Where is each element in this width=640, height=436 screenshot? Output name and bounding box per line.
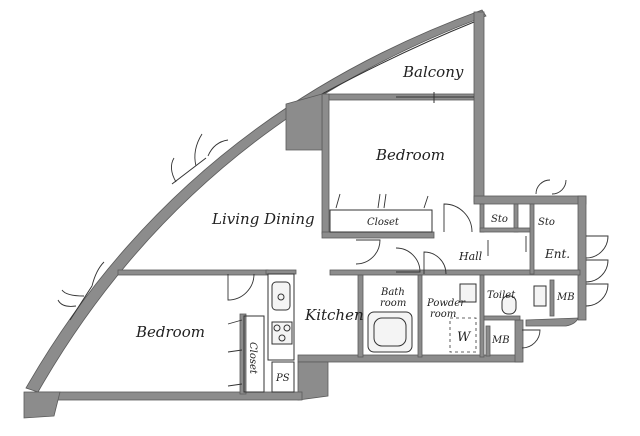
label-bedroom-upper: Bedroom [375, 146, 445, 164]
label-mb-2: MB [491, 335, 510, 346]
bathtub-inner [373, 317, 407, 347]
window-sash-1 [171, 133, 229, 183]
label-ps: PS [275, 373, 290, 384]
label-closet-upper: Closet [367, 217, 400, 228]
curved-wall [25, 9, 487, 393]
doors [227, 179, 609, 349]
window-sash-2 [57, 261, 105, 307]
closet-lower-doors [227, 319, 243, 387]
label-kitchen: Kitchen [304, 306, 364, 324]
kitchen-wall [265, 269, 297, 275]
toilet-bowl [501, 295, 517, 315]
closet-upper-doors [335, 193, 429, 209]
ps-box [271, 361, 295, 393]
mb-wall-2 [485, 325, 491, 357]
stove-burner-1 [273, 324, 281, 332]
toilet-south-wall [483, 315, 521, 321]
window-2 [69, 285, 93, 321]
east-wall-upper [473, 195, 587, 205]
closets [227, 193, 433, 393]
label-closet-lower: Closet [247, 342, 258, 375]
kitchen-sink-drain [277, 293, 285, 301]
room-labels: Balcony Bedroom Living Dining Closet Sto… [135, 63, 575, 384]
kitchen-sink [271, 281, 291, 311]
pillar-upper [285, 93, 323, 151]
label-washer: W [457, 330, 472, 345]
label-sto-1: Sto [491, 214, 508, 225]
windows [57, 133, 229, 321]
pillar-lower [297, 361, 329, 401]
sto-wall-3 [479, 227, 533, 233]
door-bedroom-lower [227, 273, 255, 301]
label-bath-line2: room [380, 298, 406, 309]
bath-powder-wall [417, 274, 423, 358]
label-sto-2: Sto [538, 217, 555, 228]
corner-pillar-sw [23, 391, 61, 419]
door-bath [395, 247, 421, 273]
bathtub [367, 311, 413, 353]
washbasin [459, 283, 477, 303]
window-1 [171, 157, 207, 185]
label-powder-line1: Powder [426, 298, 466, 309]
balcony-east-wall [473, 11, 485, 203]
door-ld-hall [355, 239, 381, 265]
label-balcony: Balcony [402, 63, 464, 81]
door-mb-2 [521, 329, 541, 349]
east-corner-curve [525, 317, 579, 327]
wet-area-fixtures [367, 283, 547, 353]
door-entrance-2 [585, 259, 609, 283]
sto-wall-4 [529, 203, 535, 275]
south-wall-right [514, 319, 524, 363]
core-north-wall [329, 269, 581, 276]
bedroom-west-wall [321, 93, 330, 235]
closet-upper-box [329, 209, 433, 233]
label-toilet: Toilet [487, 290, 516, 301]
label-hall: Hall [458, 250, 483, 263]
balcony-window [396, 92, 474, 103]
door-bedroom-upper [443, 203, 473, 233]
door-entrance [585, 235, 609, 259]
kitchen-stove [271, 321, 293, 345]
stove-burner-3 [278, 334, 286, 342]
stove-burner-2 [283, 324, 291, 332]
balcony-rail [321, 21, 475, 95]
label-living-dining: Living Dining [211, 210, 315, 228]
south-wall-bedroom [33, 391, 303, 401]
interior-walls [117, 203, 581, 395]
kitchen-fixtures [267, 273, 295, 393]
powder-toilet-wall [479, 274, 485, 358]
ld-bedroom-wall [117, 269, 269, 276]
label-entrance: Ent. [544, 247, 570, 261]
label-bath-line1: Bath [380, 287, 405, 298]
label-bedroom-lower: Bedroom [135, 323, 205, 341]
kitchen-counter [267, 273, 295, 361]
door-hall-1 [487, 236, 527, 256]
door-sto [535, 179, 567, 195]
closet-lower-box [243, 315, 265, 393]
outer-walls [23, 9, 587, 419]
bedroom-lower-east-wall [239, 313, 247, 395]
east-wall-right [577, 195, 587, 321]
washer-space [449, 317, 477, 353]
door-mb-1 [585, 283, 609, 307]
toilet-tank [533, 285, 547, 307]
label-mb-1: MB [556, 292, 575, 303]
bedroom-upper-south-wall [321, 231, 435, 239]
door-powder [423, 251, 447, 275]
bath-west-wall [357, 274, 364, 358]
mb-wall-1 [549, 279, 555, 317]
label-powder-line2: room [430, 309, 456, 320]
